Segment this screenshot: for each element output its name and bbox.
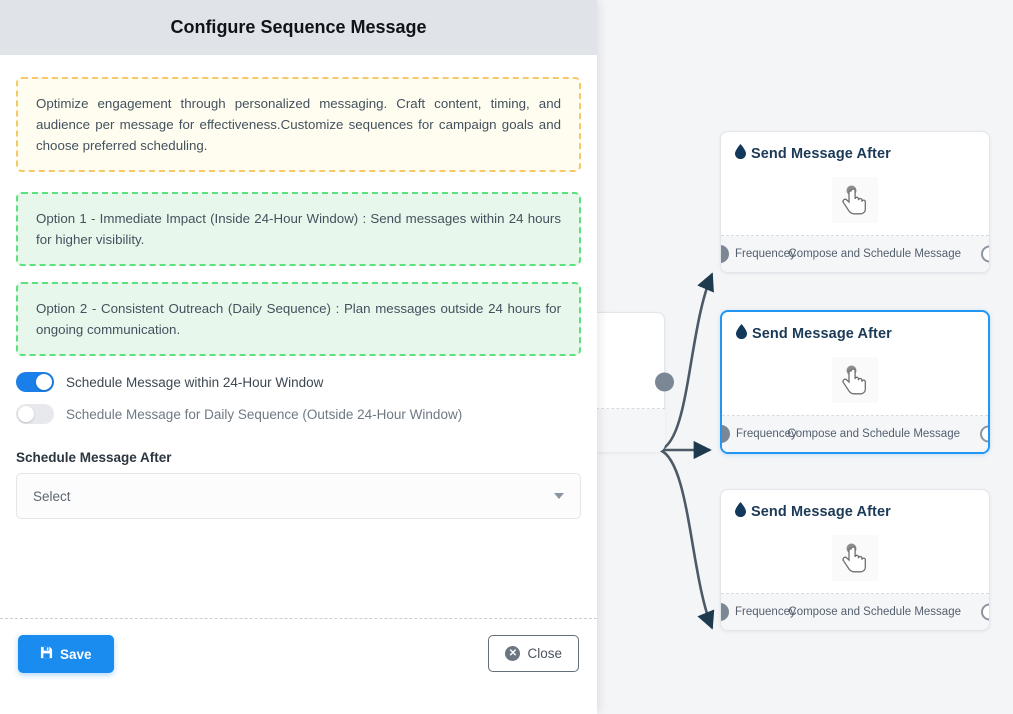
node-send-message-after-1[interactable]: Send Message After Frequencey Compose an… bbox=[720, 131, 990, 273]
floppy-disk-icon bbox=[40, 646, 53, 662]
source-node-output-port[interactable] bbox=[655, 372, 674, 392]
toggle-schedule-within-24h[interactable] bbox=[16, 372, 54, 392]
close-button[interactable]: ✕ Close bbox=[488, 635, 579, 672]
node-footer-left-label-3: Frequencey bbox=[735, 606, 796, 618]
droplet-icon bbox=[735, 144, 746, 164]
pointing-hand-icon bbox=[832, 356, 878, 403]
node-footer-2: Frequencey Compose and Schedule Message bbox=[722, 416, 988, 452]
node-footer-right-label-1: Compose and Schedule Message bbox=[788, 248, 961, 260]
node-header-3: Send Message After bbox=[721, 490, 989, 522]
droplet-icon bbox=[735, 502, 746, 522]
toggle-label-daily-sequence: Schedule Message for Daily Sequence (Out… bbox=[66, 406, 463, 422]
node-input-port-2[interactable] bbox=[722, 425, 730, 443]
save-button-label: Save bbox=[60, 646, 92, 662]
toggle-row-daily-sequence[interactable]: Schedule Message for Daily Sequence (Out… bbox=[16, 404, 581, 424]
node-footer-left-label-2: Frequencey bbox=[736, 428, 797, 440]
schedule-message-after-label: Schedule Message After bbox=[16, 450, 172, 465]
node-body-2 bbox=[722, 344, 988, 416]
node-output-port-1[interactable] bbox=[981, 245, 989, 263]
pointing-hand-icon bbox=[832, 534, 878, 581]
node-footer-1: Frequencey Compose and Schedule Message bbox=[721, 236, 989, 272]
node-send-message-after-2[interactable]: Send Message After Frequencey Compose an… bbox=[720, 310, 990, 454]
close-button-label: Close bbox=[527, 646, 562, 661]
node-send-message-after-3[interactable]: Send Message After Frequencey Compose an… bbox=[720, 489, 990, 631]
node-title-3: Send Message After bbox=[751, 504, 891, 520]
configure-sequence-message-modal: Configure Sequence Message Optimize enga… bbox=[0, 0, 597, 714]
option-two-note: Option 2 - Consistent Outreach (Daily Se… bbox=[16, 282, 581, 356]
node-footer-3: Frequencey Compose and Schedule Message bbox=[721, 594, 989, 630]
node-footer-right-label-2: Compose and Schedule Message bbox=[787, 428, 960, 440]
modal-header: Configure Sequence Message bbox=[0, 0, 597, 55]
node-output-port-3[interactable] bbox=[981, 603, 989, 621]
pointing-hand-icon bbox=[832, 176, 878, 223]
node-body-3 bbox=[721, 522, 989, 594]
edge-to-node-3 bbox=[659, 448, 715, 630]
toggle-label-within-24h: Schedule Message within 24-Hour Window bbox=[66, 374, 324, 390]
modal-footer: Save ✕ Close bbox=[0, 618, 597, 714]
node-input-port-3[interactable] bbox=[721, 603, 729, 621]
info-note: Optimize engagement through personalized… bbox=[16, 77, 581, 172]
node-header-1: Send Message After bbox=[721, 132, 989, 164]
node-header-2: Send Message After bbox=[722, 312, 988, 344]
node-footer-left-label-1: Frequencey bbox=[735, 248, 796, 260]
node-title-1: Send Message After bbox=[751, 146, 891, 162]
save-button[interactable]: Save bbox=[18, 635, 114, 673]
node-output-port-2[interactable] bbox=[980, 425, 988, 443]
node-footer-right-label-3: Compose and Schedule Message bbox=[788, 606, 961, 618]
chevron-down-icon bbox=[554, 493, 564, 499]
node-title-2: Send Message After bbox=[752, 326, 892, 342]
toggle-knob bbox=[36, 374, 52, 390]
node-body-1 bbox=[721, 164, 989, 236]
schedule-message-after-select[interactable]: Select bbox=[16, 473, 581, 519]
node-input-port-1[interactable] bbox=[721, 245, 729, 263]
toggle-knob bbox=[18, 406, 34, 422]
toggle-schedule-daily-sequence[interactable] bbox=[16, 404, 54, 424]
option-one-note: Option 1 - Immediate Impact (Inside 24-H… bbox=[16, 192, 581, 266]
edge-to-node-1 bbox=[659, 272, 714, 452]
circle-x-icon: ✕ bbox=[505, 646, 521, 661]
toggle-row-within-24h[interactable]: Schedule Message within 24-Hour Window bbox=[16, 372, 581, 392]
modal-body: Optimize engagement through personalized… bbox=[0, 55, 597, 618]
page-title: Configure Sequence Message bbox=[170, 17, 427, 37]
droplet-icon bbox=[736, 324, 747, 344]
select-value: Select bbox=[33, 488, 71, 504]
